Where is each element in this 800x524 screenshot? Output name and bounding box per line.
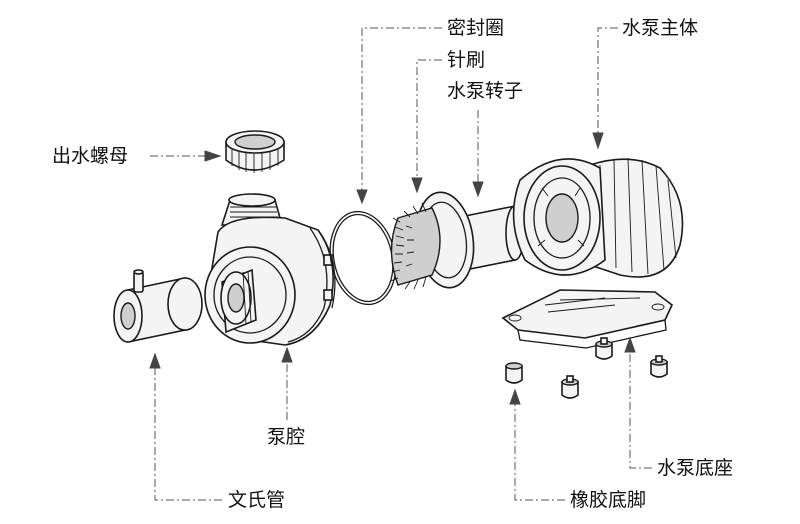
arrow-rubber-feet: [509, 388, 521, 405]
arrow-needle-brush: [411, 177, 423, 194]
leader-seal-ring: [361, 27, 442, 190]
label-venturi-tube: 文氏管: [228, 489, 286, 511]
label-seal-ring: 密封圈: [447, 17, 505, 39]
label-pump-body: 水泵主体: [622, 17, 699, 39]
label-rubber-feet: 橡胶底脚: [570, 489, 647, 511]
arrow-pump-body: [592, 132, 604, 150]
label-rotor: 水泵转子: [447, 80, 524, 102]
rotor-part: [390, 191, 525, 290]
needle-brush-part: [390, 202, 441, 290]
leader-needle-brush: [416, 59, 442, 178]
leader-pump-base: [629, 352, 652, 469]
leader-pump-body: [597, 27, 618, 133]
pump-base-part: [501, 289, 673, 349]
rubber-feet-part: [505, 337, 668, 399]
venturi-tube-part: [113, 269, 203, 343]
leader-rubber-feet: [514, 404, 565, 501]
arrow-outlet-nut: [204, 150, 222, 162]
label-pump-chamber: 泵腔: [267, 426, 306, 448]
label-pump-base: 水泵底座: [657, 457, 734, 479]
arrow-seal-ring: [356, 189, 368, 205]
label-outlet-nut: 出水螺母: [52, 145, 129, 167]
rubber-foot: [505, 362, 523, 384]
pump-chamber-part: [204, 193, 336, 346]
label-needle-brush: 针刷: [447, 49, 486, 71]
arrow-rotor: [472, 181, 484, 198]
rubber-foot: [650, 355, 668, 378]
arrow-pump-base: [624, 336, 636, 353]
leader-venturi-tube: [154, 368, 222, 501]
arrow-pump-chamber: [281, 346, 293, 363]
outlet-nut-part: [225, 130, 285, 173]
rubber-foot: [595, 337, 613, 360]
pump-body-part: [512, 157, 684, 278]
arrow-venturi-tube: [149, 352, 161, 369]
rubber-foot: [561, 375, 579, 399]
